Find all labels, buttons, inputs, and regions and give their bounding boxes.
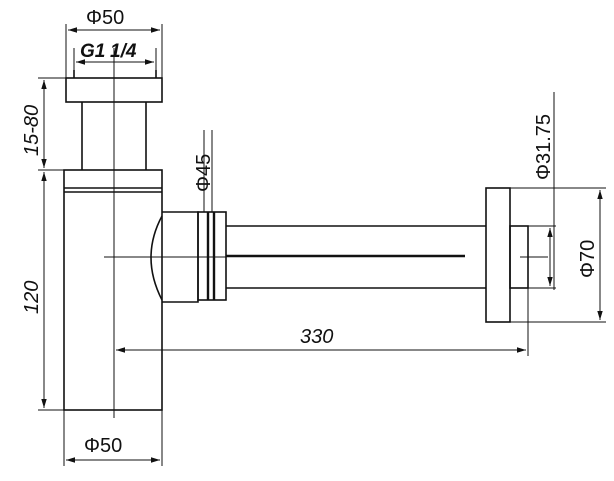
dim-thread: G1 1/4 bbox=[73, 41, 157, 70]
thread-label: G1 bbox=[80, 41, 105, 62]
outlet-pipe bbox=[226, 225, 486, 289]
height-label: 120 bbox=[21, 281, 43, 314]
dim-bottom-diameter: Φ50 bbox=[63, 410, 163, 466]
dim-length: 330 bbox=[116, 288, 529, 356]
dim-top-diameter: Φ50 bbox=[65, 7, 163, 78]
dim-outlet-diameter: Φ31.75 bbox=[528, 92, 556, 290]
thread-fraction-label: 1/4 bbox=[110, 41, 137, 62]
height-adjust-label: 15-80 bbox=[21, 105, 43, 156]
outlet-diameter-label: Φ31.75 bbox=[533, 114, 555, 180]
bottom-diameter-label: Φ50 bbox=[84, 435, 122, 457]
length-label: 330 bbox=[300, 326, 333, 348]
dim-inlet-diameter: Φ45 bbox=[193, 130, 215, 212]
center-lines bbox=[104, 48, 548, 418]
dim-height: 120 bbox=[21, 172, 64, 411]
inlet-diameter-label: Φ45 bbox=[193, 154, 215, 192]
dim-height-adjust: 15-80 bbox=[21, 77, 66, 171]
top-diameter-label: Φ50 bbox=[86, 7, 124, 29]
upper-tube bbox=[81, 102, 147, 170]
flange-diameter-label: Φ70 bbox=[577, 240, 599, 278]
wall-flange bbox=[485, 187, 529, 323]
dim-flange-diameter: Φ70 bbox=[510, 187, 606, 323]
trap-body bbox=[63, 169, 163, 411]
top-thread-neck bbox=[73, 70, 157, 78]
